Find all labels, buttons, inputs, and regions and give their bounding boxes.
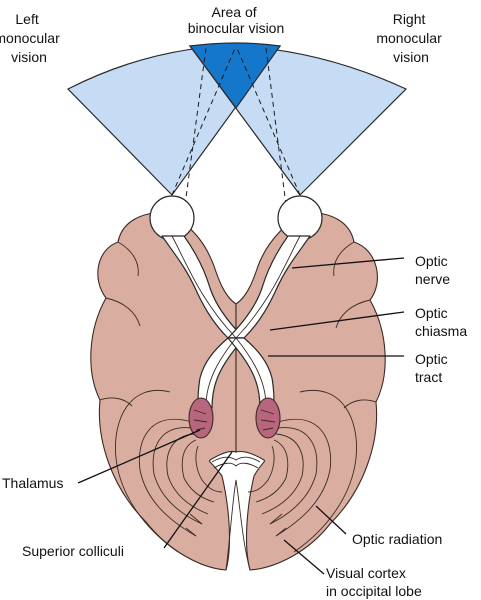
- thalamus-nuclei: [188, 397, 281, 439]
- brain-folds: [99, 241, 377, 409]
- field-sight-lines: [171, 45, 301, 206]
- label-right-monocular: Right monocular vision: [376, 11, 445, 65]
- brain: [90, 211, 386, 571]
- label-optic-chiasma: Optic chiasma: [415, 305, 467, 339]
- label-thalamus: Thalamus: [2, 475, 63, 491]
- leader-lines: [77, 257, 405, 575]
- labels: Left monocular vision Area of binocular …: [0, 4, 467, 599]
- right-eye: [277, 195, 323, 241]
- optic-radiation-fibers: [115, 390, 357, 553]
- label-binocular: Area of binocular vision: [188, 4, 285, 36]
- label-optic-radiation: Optic radiation: [352, 531, 442, 547]
- binocular-field: [188, 42, 282, 110]
- left-eye: [149, 195, 195, 241]
- label-optic-tract: Optic tract: [415, 351, 452, 385]
- visual-fields: [66, 42, 408, 206]
- superior-colliculi: [211, 456, 261, 469]
- label-superior-colliculi: Superior colliculi: [22, 543, 124, 559]
- right-hemisphere: [235, 211, 386, 571]
- right-thalamus: [255, 397, 281, 439]
- left-thalamus: [188, 397, 214, 439]
- label-left-monocular: Left monocular vision: [0, 11, 64, 65]
- label-visual-cortex: Visual cortex in occipital lobe: [326, 565, 422, 599]
- label-optic-nerve: Optic nerve: [415, 253, 452, 287]
